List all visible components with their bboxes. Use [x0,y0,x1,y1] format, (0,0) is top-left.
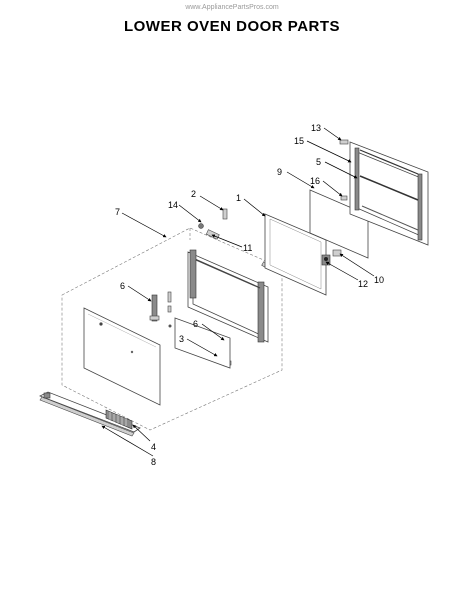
watermark: www.AppliancePartsPros.com [185,4,279,11]
leader-lines [101,127,375,457]
inner-door-frame [349,141,429,246]
outer-door-glass-panel [83,307,161,406]
callout-7: 7 [115,207,120,217]
callout-5: 5 [316,157,321,167]
diagram-title: LOWER OVEN DOOR PARTS [123,18,341,35]
callout-9: 9 [277,167,282,177]
glass-panel-9 [309,189,369,259]
hinge-hardware-10 [332,249,342,257]
callout-14: 14 [168,200,178,210]
callout-16: 16 [310,176,320,186]
callout-6-lower: 6 [193,319,198,329]
callout-11: 11 [243,243,252,253]
callout-1: 1 [236,193,241,203]
callout-13: 13 [311,123,321,133]
glass-panel-1 [264,213,327,296]
clip-13 [339,139,349,145]
callout-10: 10 [374,275,384,285]
callout-8: 8 [151,457,156,467]
door-frame-11 [187,249,269,343]
clip-16 [340,195,348,201]
callout-6-upper: 6 [120,281,125,291]
small-brackets [167,291,172,328]
door-assembly-outline [61,227,283,431]
callout-12: 12 [358,279,368,289]
callout-2: 2 [191,189,196,199]
callout-labels: 13 15 5 9 16 2 1 14 7 11 10 12 6 6 3 4 8 [115,123,384,467]
callout-3: 3 [179,334,184,344]
bracket-2 [222,208,228,220]
vent-panel-4 [105,409,133,430]
callout-4: 4 [151,442,156,452]
hinge-hardware-12 [321,254,331,266]
callout-15: 15 [294,136,304,146]
door-hinge-upper [149,294,160,322]
screw-14 [198,223,204,229]
door-handle-8 [39,391,141,437]
